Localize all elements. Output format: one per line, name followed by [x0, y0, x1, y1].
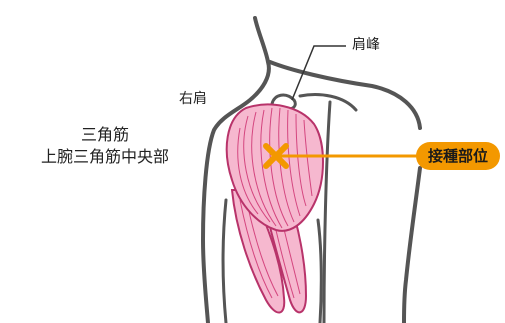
muscle-region-label: 上腕三角筋中央部 [0, 146, 210, 168]
outer-arm-outline [404, 168, 420, 323]
muscle-title: 三角筋 上腕三角筋中央部 [0, 124, 210, 168]
muscle-name-label: 三角筋 [0, 124, 210, 146]
acromion-label: 肩峰 [352, 34, 380, 54]
inner-arm-outline [223, 200, 226, 323]
injection-site-badge: 接種部位 [416, 142, 500, 170]
armpit-outline [318, 220, 321, 323]
chest-outline [300, 95, 356, 110]
torso-inner-outline [324, 102, 330, 323]
right-shoulder-label: 右肩 [179, 88, 207, 108]
